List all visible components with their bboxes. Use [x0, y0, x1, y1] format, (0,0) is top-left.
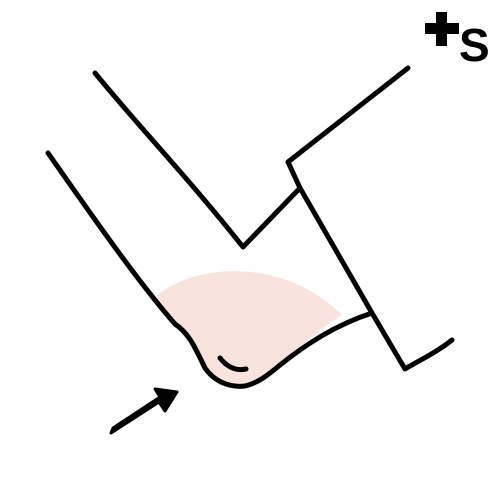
brand-mark: S	[423, 10, 500, 80]
plus-icon	[425, 12, 459, 46]
arrow-up-right-icon	[109, 387, 179, 435]
outer-arm-outline	[45, 150, 375, 389]
elbow-crease	[217, 355, 249, 373]
inner-arm-outline	[92, 70, 303, 250]
sleeve-outline	[285, 65, 455, 372]
brand-mark-letter: S	[459, 19, 490, 71]
